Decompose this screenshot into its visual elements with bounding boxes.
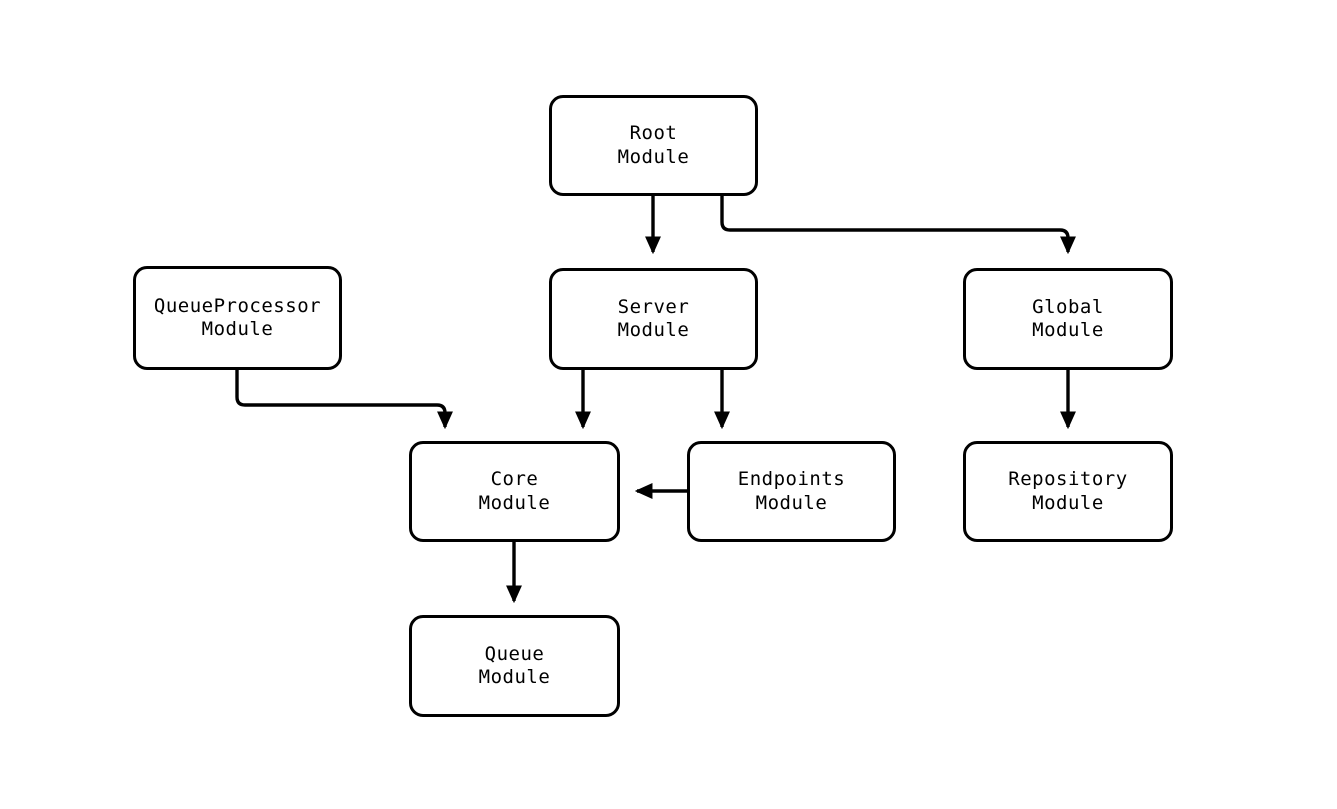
queue-module-label-line1: Queue (484, 642, 545, 665)
root-module-label-line2: Module (617, 145, 690, 168)
queueprocessor-module-label-line2: Module (201, 318, 274, 340)
queueprocessor-module-node[interactable]: QueueProcessor Module (133, 266, 342, 370)
global-module-node[interactable]: Global Module (963, 268, 1173, 370)
server-module-label-line1: Server (617, 295, 690, 318)
queue-module-node[interactable]: Queue Module (409, 615, 620, 717)
endpoints-module-node[interactable]: Endpoints Module (687, 441, 896, 542)
global-module-label-line2: Module (1032, 319, 1104, 341)
edge-queueprocessor-to-core (235, 370, 453, 430)
core-module-label-line2: Module (478, 491, 551, 514)
core-module-label-line1: Core (490, 468, 539, 491)
root-module-node[interactable]: Root Module (549, 95, 758, 196)
queue-module-label-line2: Module (478, 666, 551, 688)
endpoints-module-label-line1: Endpoints (737, 468, 846, 491)
repository-module-node[interactable]: Repository Module (963, 441, 1173, 542)
server-module-node[interactable]: Server Module (549, 268, 758, 370)
global-module-label-line1: Global (1032, 295, 1104, 318)
edge-root-to-global (720, 196, 1076, 255)
endpoints-module-label-line2: Module (755, 491, 828, 514)
root-module-label-line1: Root (629, 122, 678, 145)
server-module-label-line2: Module (617, 319, 690, 341)
queueprocessor-module-label-line1: QueueProcessor (153, 294, 322, 317)
core-module-node[interactable]: Core Module (409, 441, 620, 542)
repository-module-label-line2: Module (1032, 491, 1104, 514)
repository-module-label-line1: Repository (1008, 468, 1128, 491)
